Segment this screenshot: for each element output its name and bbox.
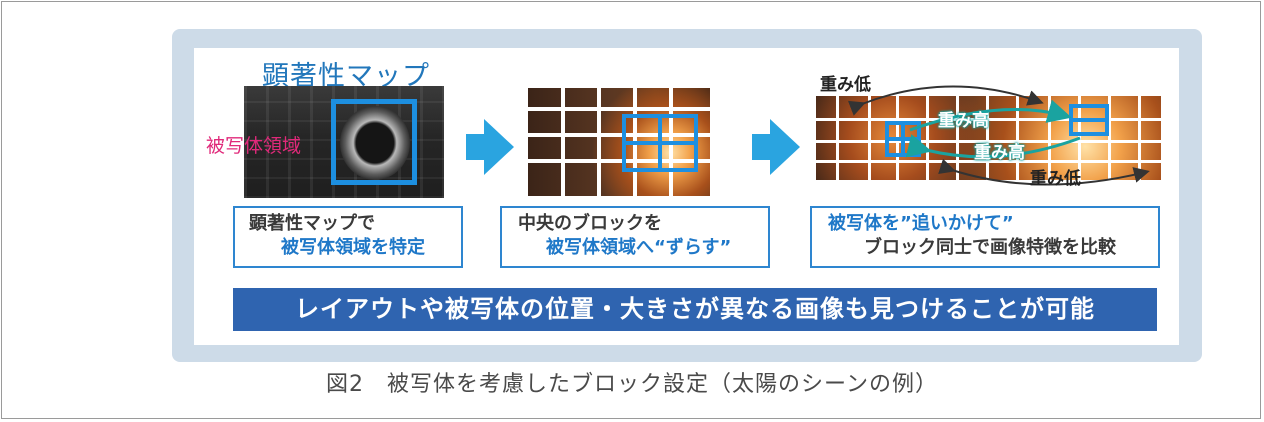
grid-line xyxy=(528,107,710,111)
grid-line xyxy=(986,96,989,180)
high-weight-arc-2 xyxy=(905,134,1081,159)
grid-line xyxy=(1108,96,1111,180)
high-weight-arc-1 xyxy=(909,99,1072,132)
caption-1-line-2: 被写体領域を特定 xyxy=(281,237,425,258)
weight-high-label-1: 重み高 xyxy=(938,111,989,131)
block-divider xyxy=(889,137,917,141)
arrow-2-body xyxy=(752,134,770,160)
shifted-center-block xyxy=(622,114,698,172)
caption-3-line-2: ブロック同士で画像特徴を比較 xyxy=(864,237,1116,258)
weight-high-label-2: 重み高 xyxy=(974,143,1025,163)
caption-box-3: 被写体を”追いかけて” ブロック同士で画像特徴を比較 xyxy=(810,206,1160,268)
saliency-subject-blob xyxy=(340,106,410,180)
figure-caption: 図2 被写体を考慮したブロック設定（太陽のシーンの例） xyxy=(326,372,938,397)
caption-3-line-1: 被写体を”追いかけて” xyxy=(828,213,1014,234)
arrow-1-body xyxy=(466,134,484,160)
grid-line xyxy=(868,96,871,180)
caption-box-1: 顕著性マップで 被写体領域を特定 xyxy=(233,206,463,268)
grid-line xyxy=(561,88,565,196)
grid-line xyxy=(597,88,601,196)
caption-1-line-1: 顕著性マップで xyxy=(249,213,375,234)
grid-line xyxy=(836,96,839,180)
grid-line xyxy=(816,140,1161,143)
grid-line xyxy=(956,96,959,180)
grid-line xyxy=(816,118,1161,121)
caption-2-line-1: 中央のブロックを xyxy=(518,213,662,234)
subject-region-label: 被写体領域 xyxy=(206,135,302,157)
caption-2-line-2: 被写体領域へ“ずらす” xyxy=(546,237,732,258)
grid-line xyxy=(1016,96,1019,180)
grid-line xyxy=(1138,96,1141,180)
low-weight-arc-bottom xyxy=(938,158,1150,186)
grid-line xyxy=(1048,96,1051,180)
weight-low-bottom-label: 重み低 xyxy=(1030,169,1081,189)
block-divider xyxy=(626,141,694,145)
arrow-1-head xyxy=(484,119,514,175)
arrow-2-head xyxy=(770,119,800,175)
grid-line xyxy=(528,159,710,163)
grid-line xyxy=(528,133,710,137)
summary-banner: レイアウトや被写体の位置・大きさが異なる画像も見つけることが可能 xyxy=(233,288,1157,331)
low-weight-arc-top xyxy=(847,85,1044,116)
weight-low-top-label: 重み低 xyxy=(820,75,871,95)
caption-box-2: 中央のブロックを 被写体領域へ“ずらす” xyxy=(500,206,770,268)
subject-region-box xyxy=(331,99,417,185)
block-divider xyxy=(1073,118,1105,122)
